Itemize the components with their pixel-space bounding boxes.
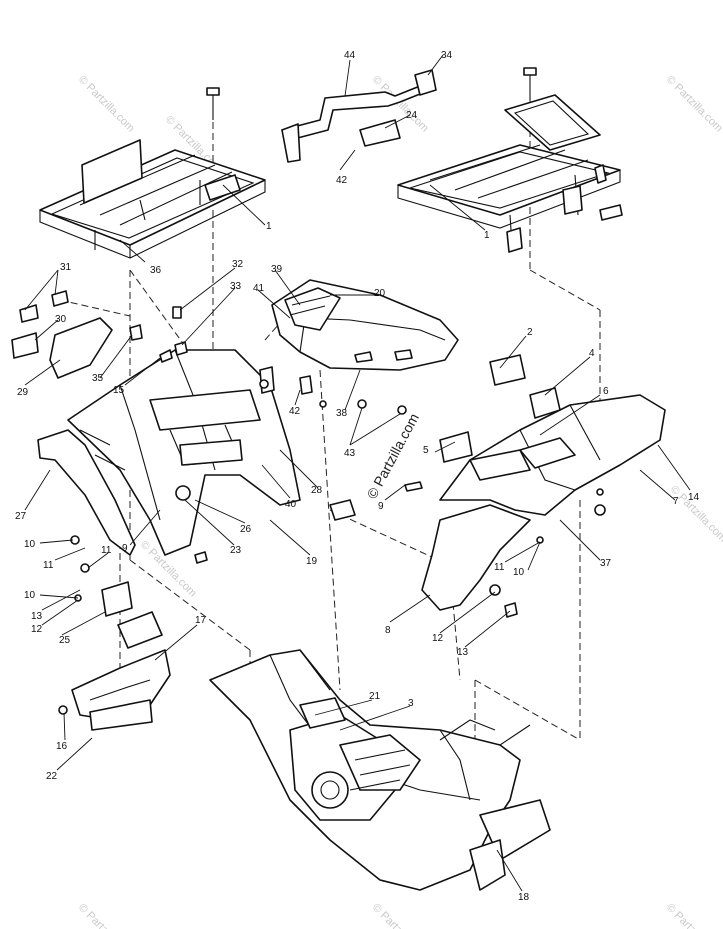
callout-label: 18 xyxy=(518,892,530,903)
callout-label: 20 xyxy=(374,288,386,299)
callout-label: 35 xyxy=(92,373,104,384)
callout-label: 16 xyxy=(56,741,68,752)
callout-label: 1 xyxy=(266,221,272,232)
callout-label: 15 xyxy=(113,385,125,396)
handlebar-brace xyxy=(281,69,437,163)
seat xyxy=(271,279,459,371)
callout-label: 24 xyxy=(406,110,418,121)
callout-label: 8 xyxy=(385,625,391,636)
callout-label: 14 xyxy=(688,492,700,503)
callout-labels: 1 1 2 3 4 5 6 7 8 9 9 10 10 10 11 11 11 … xyxy=(15,50,700,903)
callout-label: 40 xyxy=(285,499,297,510)
callout-label: 32 xyxy=(232,259,244,270)
callout-label: 21 xyxy=(369,691,381,702)
decals xyxy=(439,354,561,463)
callout-label: 5 xyxy=(423,445,429,456)
callout-label: 11 xyxy=(494,562,505,573)
callout-label: 9 xyxy=(122,543,128,554)
callout-label: 25 xyxy=(59,635,71,646)
callout-label: 12 xyxy=(432,633,444,644)
callout-label: 2 xyxy=(527,327,533,338)
front-body xyxy=(439,394,666,516)
callout-label: 10 xyxy=(513,567,525,578)
callout-label: 28 xyxy=(311,485,323,496)
callout-label: 17 xyxy=(195,615,207,626)
callout-label: 23 xyxy=(230,545,242,556)
callout-label: 13 xyxy=(31,611,43,622)
callout-label: 26 xyxy=(240,524,252,535)
watermark: © Partzilla.com xyxy=(664,74,723,135)
watermark: © Partzilla.com xyxy=(664,902,723,929)
callout-label: 37 xyxy=(600,558,612,569)
callout-label: 13 xyxy=(457,647,469,658)
callout-label: 34 xyxy=(441,50,453,61)
callout-label: 11 xyxy=(43,560,54,571)
callout-label: 10 xyxy=(24,539,36,550)
callout-label: 11 xyxy=(101,545,112,556)
callout-label: 29 xyxy=(17,387,29,398)
callout-label: 36 xyxy=(150,265,162,276)
callout-label: 42 xyxy=(336,175,348,186)
callout-label: 4 xyxy=(589,348,595,359)
front-rack xyxy=(397,94,621,253)
callout-label: 44 xyxy=(344,50,356,61)
plate-bracket xyxy=(70,535,163,649)
callout-label: 43 xyxy=(344,448,356,459)
watermark: © Partzilla.com xyxy=(76,74,137,135)
callout-label: 10 xyxy=(24,590,36,601)
watermark: © Partzilla.com xyxy=(76,902,137,929)
callout-label: 22 xyxy=(46,771,58,782)
rear-rack xyxy=(39,139,266,259)
callout-label: 12 xyxy=(31,624,43,635)
callout-label: 42 xyxy=(289,406,301,417)
callout-label: 41 xyxy=(253,283,265,294)
callout-label: 19 xyxy=(306,556,318,567)
callout-label: 27 xyxy=(15,511,27,522)
hardware xyxy=(58,67,623,715)
callout-label: 9 xyxy=(378,501,384,512)
callout-label: 31 xyxy=(60,262,72,273)
callout-label: 3 xyxy=(408,698,414,709)
front-fender-flap xyxy=(421,504,531,611)
callout-label: 33 xyxy=(230,281,242,292)
rear-fender xyxy=(67,349,301,556)
callout-label: 30 xyxy=(55,314,67,325)
rear-skid-shield xyxy=(71,649,171,731)
watermark: © Partzilla.com xyxy=(370,902,431,929)
callout-label: 1 xyxy=(484,230,490,241)
callout-label: 39 xyxy=(271,264,283,275)
callout-label: 6 xyxy=(603,386,609,397)
leader-lines xyxy=(24,54,691,892)
rear-bracket xyxy=(11,290,113,379)
rear-mud-flap xyxy=(37,429,136,556)
callout-label: 7 xyxy=(673,496,679,507)
callout-label: 38 xyxy=(336,408,348,419)
